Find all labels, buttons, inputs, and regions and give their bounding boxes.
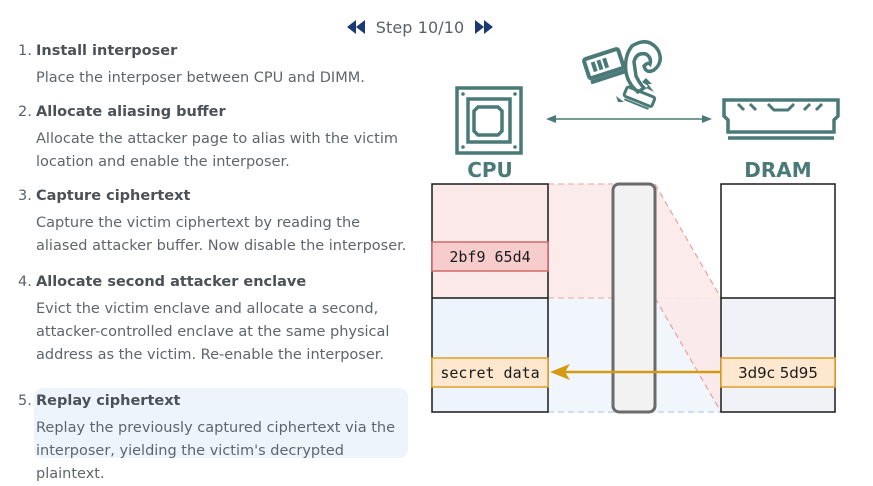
cpu-memory-column: 2bf9 65d4 secret data (431, 183, 549, 413)
step-navigation: Step 10/10 (345, 14, 495, 40)
previous-step-button[interactable] (345, 18, 367, 36)
bidirectional-arrow-icon (546, 115, 712, 123)
dram-ciphertext-value: 3d9c 5d95 (738, 364, 818, 382)
interposer-bar (611, 182, 657, 414)
step-description: Evict the victim enclave and allocate a … (36, 301, 390, 363)
ram-attack-logo-icon (582, 40, 662, 110)
fast-forward-icon (475, 20, 493, 34)
dram-label: DRAM (744, 158, 811, 182)
step-number: 2. (18, 104, 32, 120)
step-description: Replay the previously captured ciphertex… (36, 420, 395, 482)
dram-upper-region (721, 184, 835, 298)
dram-ciphertext-cell (720, 357, 836, 388)
plaintext-value: secret data (440, 364, 539, 382)
next-step-button[interactable] (473, 18, 495, 36)
step-description: Place the interposer between CPU and DIM… (36, 70, 365, 86)
attack-diagram: CPU DRAM (420, 30, 873, 465)
active-step-highlight (34, 388, 408, 458)
rewind-icon (347, 20, 365, 34)
memory-module-icon (722, 98, 840, 140)
plaintext-cell (431, 357, 549, 388)
cpu-label: CPU (467, 158, 513, 182)
diagram-canvas: CPU DRAM (431, 40, 840, 414)
victim-enclave-region (432, 298, 548, 412)
replay-arrow (550, 364, 721, 380)
captured-ciphertext-value: 2bf9 65d4 (449, 248, 530, 266)
step-number: 3. (18, 188, 32, 204)
step-description: Allocate the attacker page to alias with… (36, 131, 398, 170)
step-number: 1. (18, 43, 32, 59)
dram-memory-column: 3d9c 5d95 (720, 183, 836, 413)
step-title: Install interposer (36, 43, 178, 59)
cpu-chip-icon (455, 86, 523, 155)
captured-ciphertext-cell (431, 241, 549, 272)
step-number: 4. (18, 274, 32, 290)
attacker-buffer-region (432, 184, 548, 298)
step-number: 5. (18, 393, 32, 409)
step-counter: Step 10/10 (375, 17, 465, 37)
step-title: Capture ciphertext (36, 188, 191, 204)
step-title: Replay ciphertext (36, 393, 181, 409)
step-title: Allocate second attacker enclave (36, 274, 307, 290)
step-description: Capture the victim ciphertext by reading… (36, 215, 407, 254)
step-title: Allocate aliasing buffer (36, 104, 226, 120)
dram-lower-region (721, 298, 835, 412)
